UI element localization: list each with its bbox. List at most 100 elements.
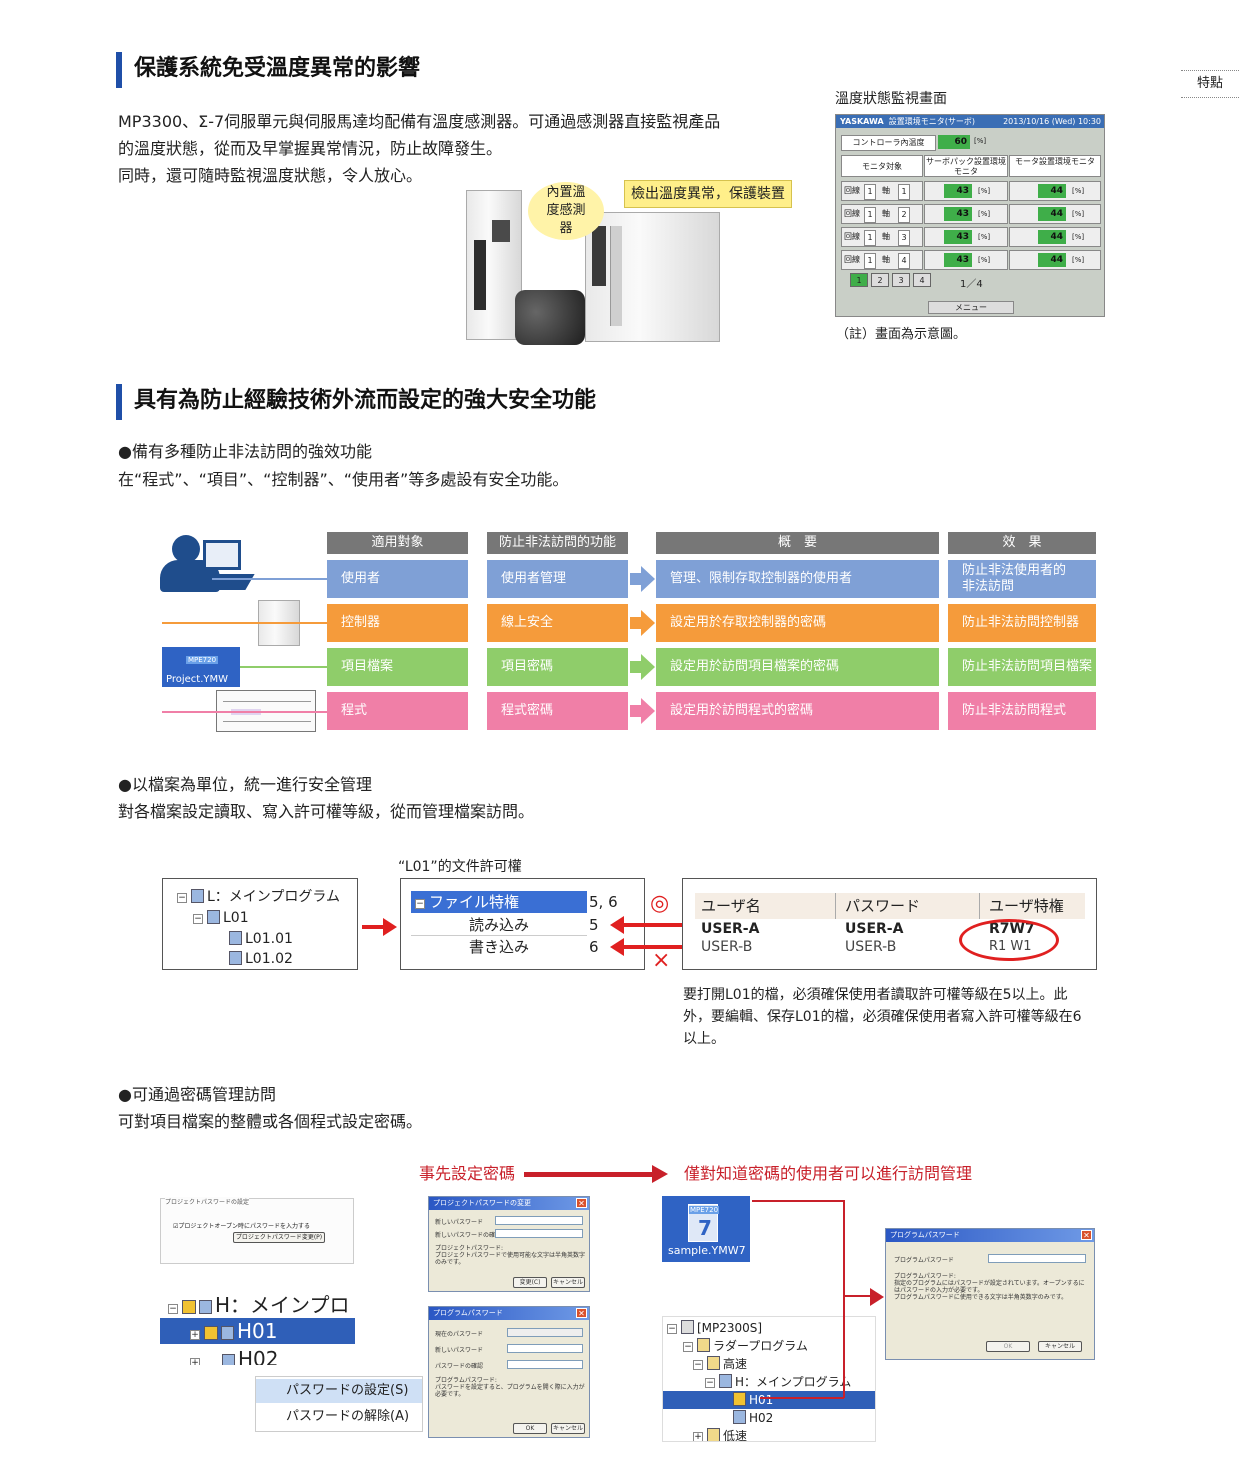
dlg2-cancel-button[interactable]: キャンセル	[551, 1423, 585, 1434]
dlg2-ok-button[interactable]: OK	[513, 1423, 547, 1434]
userb-pass: USER-B	[845, 939, 897, 955]
close-icon[interactable]: ✕	[1081, 1230, 1092, 1240]
sample-icon-label: MPE720	[689, 1206, 720, 1214]
l01-note2: 外，要編輯、保存L01的檔，必須確保使用者寫入許可權等級在6	[683, 1009, 1082, 1025]
servo-temp-unit: [%]	[978, 233, 991, 241]
tree-l0101[interactable]: L01.01	[229, 929, 293, 949]
ctx-remove-password[interactable]: パスワードの解除(A)	[286, 1409, 410, 1424]
servo-temp-value: 43	[944, 253, 972, 267]
dlg1-change-button[interactable]: 変更(C)	[513, 1277, 547, 1288]
table-row-target: 項目檔案	[327, 648, 468, 686]
col-servo: サーボパック設置環境モニタ	[924, 155, 1008, 177]
dlg2-label3: パスワードの確認	[435, 1363, 484, 1370]
tree-mp-panel: −[MP2300S] −ラダープログラム −高速 −H：メインプログラム H01…	[662, 1316, 876, 1442]
monitor-title: 設置環境モニタ(サーボ)	[888, 117, 976, 126]
page-button-1[interactable]: 1	[850, 273, 868, 287]
close-icon[interactable]: ✕	[576, 1198, 587, 1208]
dlg1-new-password[interactable]	[495, 1216, 583, 1225]
red-connector-h	[760, 1397, 844, 1399]
servo-temp-unit: [%]	[978, 187, 991, 195]
row-line-num: 1	[864, 230, 876, 246]
table-row-summary: 設定用於存取控制器的密碼	[656, 604, 939, 642]
menu-button[interactable]: メニュー	[928, 301, 1014, 314]
dlg2-new-password[interactable]	[507, 1344, 583, 1353]
row-axis-num: 4	[898, 253, 910, 269]
table-header-2: 概 要	[656, 532, 939, 554]
section1-p1: MP3300、Σ-7伺服單元與伺服馬達均配備有溫度感測器。可通過感測器直接監視產…	[118, 112, 721, 131]
dlg1-cancel-button[interactable]: キャンセル	[551, 1277, 585, 1288]
sample-file-icon[interactable]: MPE720 7 sample.YMW7	[662, 1196, 750, 1262]
dlg1-title: プロジェクトパスワードの変更✕	[429, 1197, 589, 1210]
table-row-effect: 防止非法使用者的非法訪問	[948, 560, 1096, 598]
dlg2-confirm-password[interactable]	[507, 1360, 583, 1369]
tree-l01[interactable]: −L01	[193, 910, 249, 926]
tree-l-panel: −L：メインプログラム −L01 L01.01 L01.02	[162, 878, 358, 970]
folder-icon	[697, 1338, 710, 1352]
folder-icon	[707, 1428, 720, 1441]
servo-temp-value: 43	[944, 207, 972, 221]
proj-pw-panel: プロジェクトパスワードの設定 ☑プロジェクトオープン時にパスワードを入力する プ…	[160, 1197, 354, 1264]
servo-display	[492, 220, 510, 242]
table-row-target: 程式	[327, 692, 468, 730]
arrow-usera	[624, 923, 704, 927]
keyboard-icon	[209, 574, 255, 590]
tree-h01b[interactable]: H01	[733, 1391, 773, 1409]
controller-temp-label: コントローラ內温度	[841, 135, 936, 151]
row-arrow-icon	[630, 617, 642, 629]
tree-ladder: −ラダープログラム	[683, 1338, 808, 1353]
table-row-func: 程式密碼	[487, 692, 628, 730]
page-button-3[interactable]: 3	[892, 273, 910, 287]
flow-left-title: 事先設定密碼	[419, 1164, 516, 1183]
row-arrow-head	[641, 610, 655, 636]
connector-project	[240, 666, 327, 668]
row-line-label: 回線	[844, 209, 860, 218]
tree-h02b[interactable]: H02	[733, 1409, 773, 1427]
tree-h01b-highlight	[663, 1391, 875, 1409]
userb-name: USER-B	[701, 939, 753, 955]
dlg1-confirm-password[interactable]	[495, 1229, 583, 1238]
dlg3-password-input[interactable]	[988, 1254, 1086, 1263]
dlg3-note: プログラムパスワード: 指定のプログラムにはパスワードが設定されています。オープ…	[894, 1273, 1085, 1301]
motor-temp-unit: [%]	[1072, 210, 1085, 218]
dlg3-cancel-button[interactable]: キャンセル	[1038, 1341, 1082, 1352]
row-line-num: 1	[864, 184, 876, 200]
proj-pw-check[interactable]: ☑プロジェクトオープン時にパスワードを入力する	[173, 1223, 311, 1230]
ctx-set-password[interactable]: パスワードの設定(S)	[256, 1379, 422, 1403]
tree-l0102[interactable]: L01.02	[229, 949, 293, 969]
dlg2-label2: 新しいパスワード	[435, 1347, 484, 1354]
motor-temp-value: 44	[1038, 230, 1066, 244]
tree-h-panel: −H：メインプロ +H01 +H02	[160, 1290, 355, 1365]
tree-highspeed: −高速	[693, 1356, 748, 1371]
tree-h01[interactable]: +H01	[190, 1319, 278, 1343]
monitor-titlebar: YASKAWA 設置環境モニタ(サーボ) 2013/10/16 (Wed) 10…	[836, 115, 1104, 128]
page-button-2[interactable]: 2	[871, 273, 889, 287]
table-row-summary: 管理、限制存取控制器的使用者	[656, 560, 939, 598]
proj-pw-dialog: プロジェクトパスワードの変更✕ 新しいパスワード 新しいパスワードの確認 プロジ…	[428, 1196, 590, 1292]
row-arrow-head	[641, 566, 655, 592]
row-axis-label: 軸	[882, 209, 890, 218]
user-icon	[172, 535, 200, 563]
row-arrow-head	[641, 654, 655, 680]
page-button-4[interactable]: 4	[913, 273, 931, 287]
controller-temp-value: 60	[938, 135, 970, 149]
table-row-effect: 防止非法訪問程式	[948, 692, 1096, 730]
dlg2-current-password[interactable]	[507, 1328, 583, 1337]
perm-write-val: 6	[589, 938, 599, 956]
flow-arrow	[524, 1172, 652, 1177]
priv-highlight-circle	[959, 919, 1059, 961]
close-icon[interactable]: ✕	[576, 1308, 587, 1318]
dlg3-ok-button[interactable]: OK	[986, 1341, 1030, 1352]
bullet3-title: ●可通過密碼管理訪問	[118, 1085, 276, 1104]
proj-pw-button[interactable]: プロジェクトパスワード変更(P)	[233, 1232, 325, 1243]
section1-p2: 的溫度狀態，從而及早掌握異常情況，防止故障發生。	[118, 139, 503, 158]
dlg1-label1: 新しいパスワード	[435, 1219, 484, 1226]
tree-h02[interactable]: +H02	[190, 1346, 279, 1365]
servo-temp-value: 43	[944, 184, 972, 198]
controller-temp-unit: [%]	[974, 137, 987, 145]
program-icon	[207, 910, 220, 924]
dlg1-label2: 新しいパスワードの確認	[435, 1232, 502, 1239]
usera-pass: USER-A	[845, 921, 904, 937]
row-arrow-icon	[630, 661, 642, 673]
sample-icon-num: 7	[698, 1216, 712, 1240]
detect-callout: 檢出溫度異常，保護裝置	[624, 180, 792, 208]
